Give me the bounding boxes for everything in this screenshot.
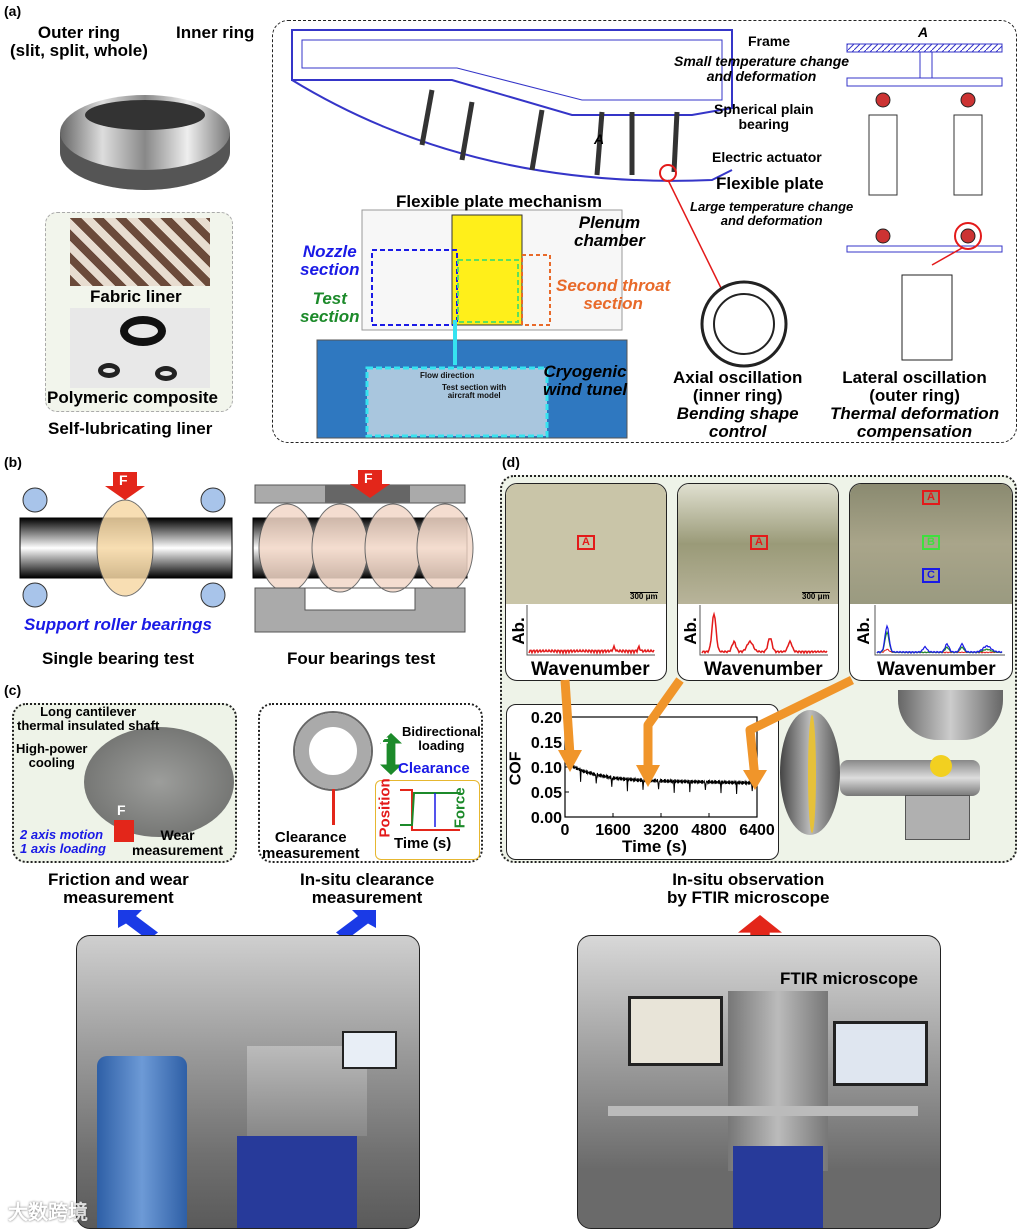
ab-label-3: Ab. xyxy=(853,617,873,645)
micrograph-1 xyxy=(505,483,667,681)
force-label-four: F xyxy=(364,470,373,486)
force-label-c1: F xyxy=(117,802,126,818)
section-a-arrow: A xyxy=(594,131,605,147)
mark-a-3: A xyxy=(922,490,940,505)
x-tick-label: 1600 xyxy=(595,822,631,839)
force-label-single: F xyxy=(119,472,128,488)
flexible-plate-drawing xyxy=(291,29,1003,439)
actuator-label: Electric actuator xyxy=(712,149,822,165)
fabric-liner-image xyxy=(70,218,210,286)
flexible-plate-label: Flexible plate xyxy=(716,174,824,193)
flex-mechanism-label: Flexible plate mechanism xyxy=(396,192,602,211)
fabric-liner-label: Fabric liner xyxy=(90,287,182,306)
cof-y-label: COF xyxy=(507,751,525,786)
mark-c: C xyxy=(922,568,940,583)
application-box xyxy=(272,20,1017,443)
flow-direction-label: Flow direction xyxy=(420,371,475,380)
lateral-oscillation-label: Lateral oscillation(outer ring)Thermal d… xyxy=(830,368,1000,441)
polymeric-image xyxy=(70,308,210,388)
y-tick-label: 0.15 xyxy=(531,735,562,752)
watermark-logo: 大数跨境 xyxy=(8,1202,88,1224)
clearance-label: Clearance xyxy=(398,760,470,777)
ftir-spectra xyxy=(526,605,1005,656)
four-bearings-caption: Four bearings test xyxy=(287,649,436,668)
ab-label-2: Ab. xyxy=(680,617,700,645)
x-tick-label: 4800 xyxy=(691,822,727,839)
panel-label-c: (c) xyxy=(4,682,22,698)
panel-label-b: (b) xyxy=(4,454,22,470)
scale-bar-1: 300 μm xyxy=(630,592,658,601)
x-tick-label: 0 xyxy=(561,822,570,839)
y-tick-label: 0.05 xyxy=(531,785,562,802)
polymeric-label: Polymeric composite xyxy=(47,388,219,407)
orange-arrows xyxy=(558,675,854,790)
cof-chart: 0.00 0.05 0.10 0.15 0.20 0 1600 3200 4800 6400 xyxy=(531,710,775,839)
mark-a-1: A xyxy=(577,535,595,550)
bearing-test-schematics xyxy=(19,470,474,633)
force-label-c2: F xyxy=(380,734,389,750)
ftir-stage-render xyxy=(780,690,1005,840)
single-bearing-caption: Single bearing test xyxy=(42,649,195,668)
time-axis-label: Time (s) xyxy=(394,835,452,852)
section-a-top: A xyxy=(918,24,929,40)
micrograph-3 xyxy=(849,483,1013,681)
frame-label: Frame xyxy=(748,33,791,49)
support-rollers-label: Support roller bearings xyxy=(24,615,212,634)
micrograph-2 xyxy=(677,483,839,681)
cof-series-line xyxy=(564,754,758,795)
mark-b: B xyxy=(922,535,940,550)
self-lubricating-label: Self-lubricating liner xyxy=(48,419,213,438)
clearance-plot xyxy=(400,789,460,831)
mark-a-2: A xyxy=(750,535,768,550)
test-rig-photo-1 xyxy=(76,935,420,1229)
panel-label-a: (a) xyxy=(4,3,22,19)
y-tick-label: 0.00 xyxy=(531,810,562,827)
x-tick-label: 6400 xyxy=(739,822,775,839)
wavenumber-label-2: Wavenumber xyxy=(704,659,823,680)
ftir-microscope-label: FTIR microscope xyxy=(780,969,918,988)
test-rig-photo-2 xyxy=(577,935,941,1229)
scale-bar-2: 300 μm xyxy=(802,592,830,601)
position-axis-label: Position xyxy=(376,778,394,838)
axial-oscillation-label: Axial oscillation(inner ring)Bending sha… xyxy=(673,368,803,441)
y-tick-label: 0.10 xyxy=(531,760,562,777)
cof-x-label: Time (s) xyxy=(622,837,687,856)
inner-ring-label: Inner ring xyxy=(176,23,255,42)
x-tick-label: 3200 xyxy=(643,822,679,839)
clearance-box xyxy=(258,703,483,863)
ring-bore xyxy=(85,100,205,130)
wavenumber-label-3: Wavenumber xyxy=(877,659,996,680)
outer-ring-label: Outer ring(slit, split, whole) xyxy=(10,23,148,60)
ab-label-1: Ab. xyxy=(508,617,528,645)
wavenumber-label-1: Wavenumber xyxy=(531,659,650,680)
friction-wear-box xyxy=(12,703,237,863)
y-tick-label: 0.20 xyxy=(531,710,562,727)
force-axis-label: Force xyxy=(451,787,469,829)
panel-label-d: (d) xyxy=(502,454,520,470)
